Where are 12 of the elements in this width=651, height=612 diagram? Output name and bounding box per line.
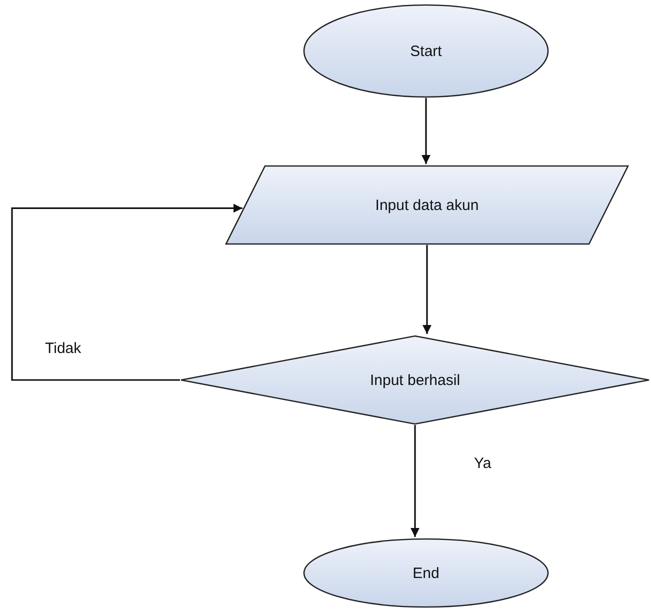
arrow xyxy=(410,425,420,537)
node-label: Input berhasil xyxy=(370,372,460,388)
node-label: End xyxy=(412,564,440,582)
node-label: Start xyxy=(410,42,442,60)
arrow xyxy=(422,245,432,334)
terminal-ellipse xyxy=(303,4,549,98)
arrow xyxy=(11,204,242,381)
input-parallelogram xyxy=(225,165,629,245)
terminal-ellipse xyxy=(303,538,549,608)
decision-diamond xyxy=(180,335,650,425)
arrow xyxy=(422,98,430,164)
node-label: Input data akun xyxy=(375,196,479,214)
